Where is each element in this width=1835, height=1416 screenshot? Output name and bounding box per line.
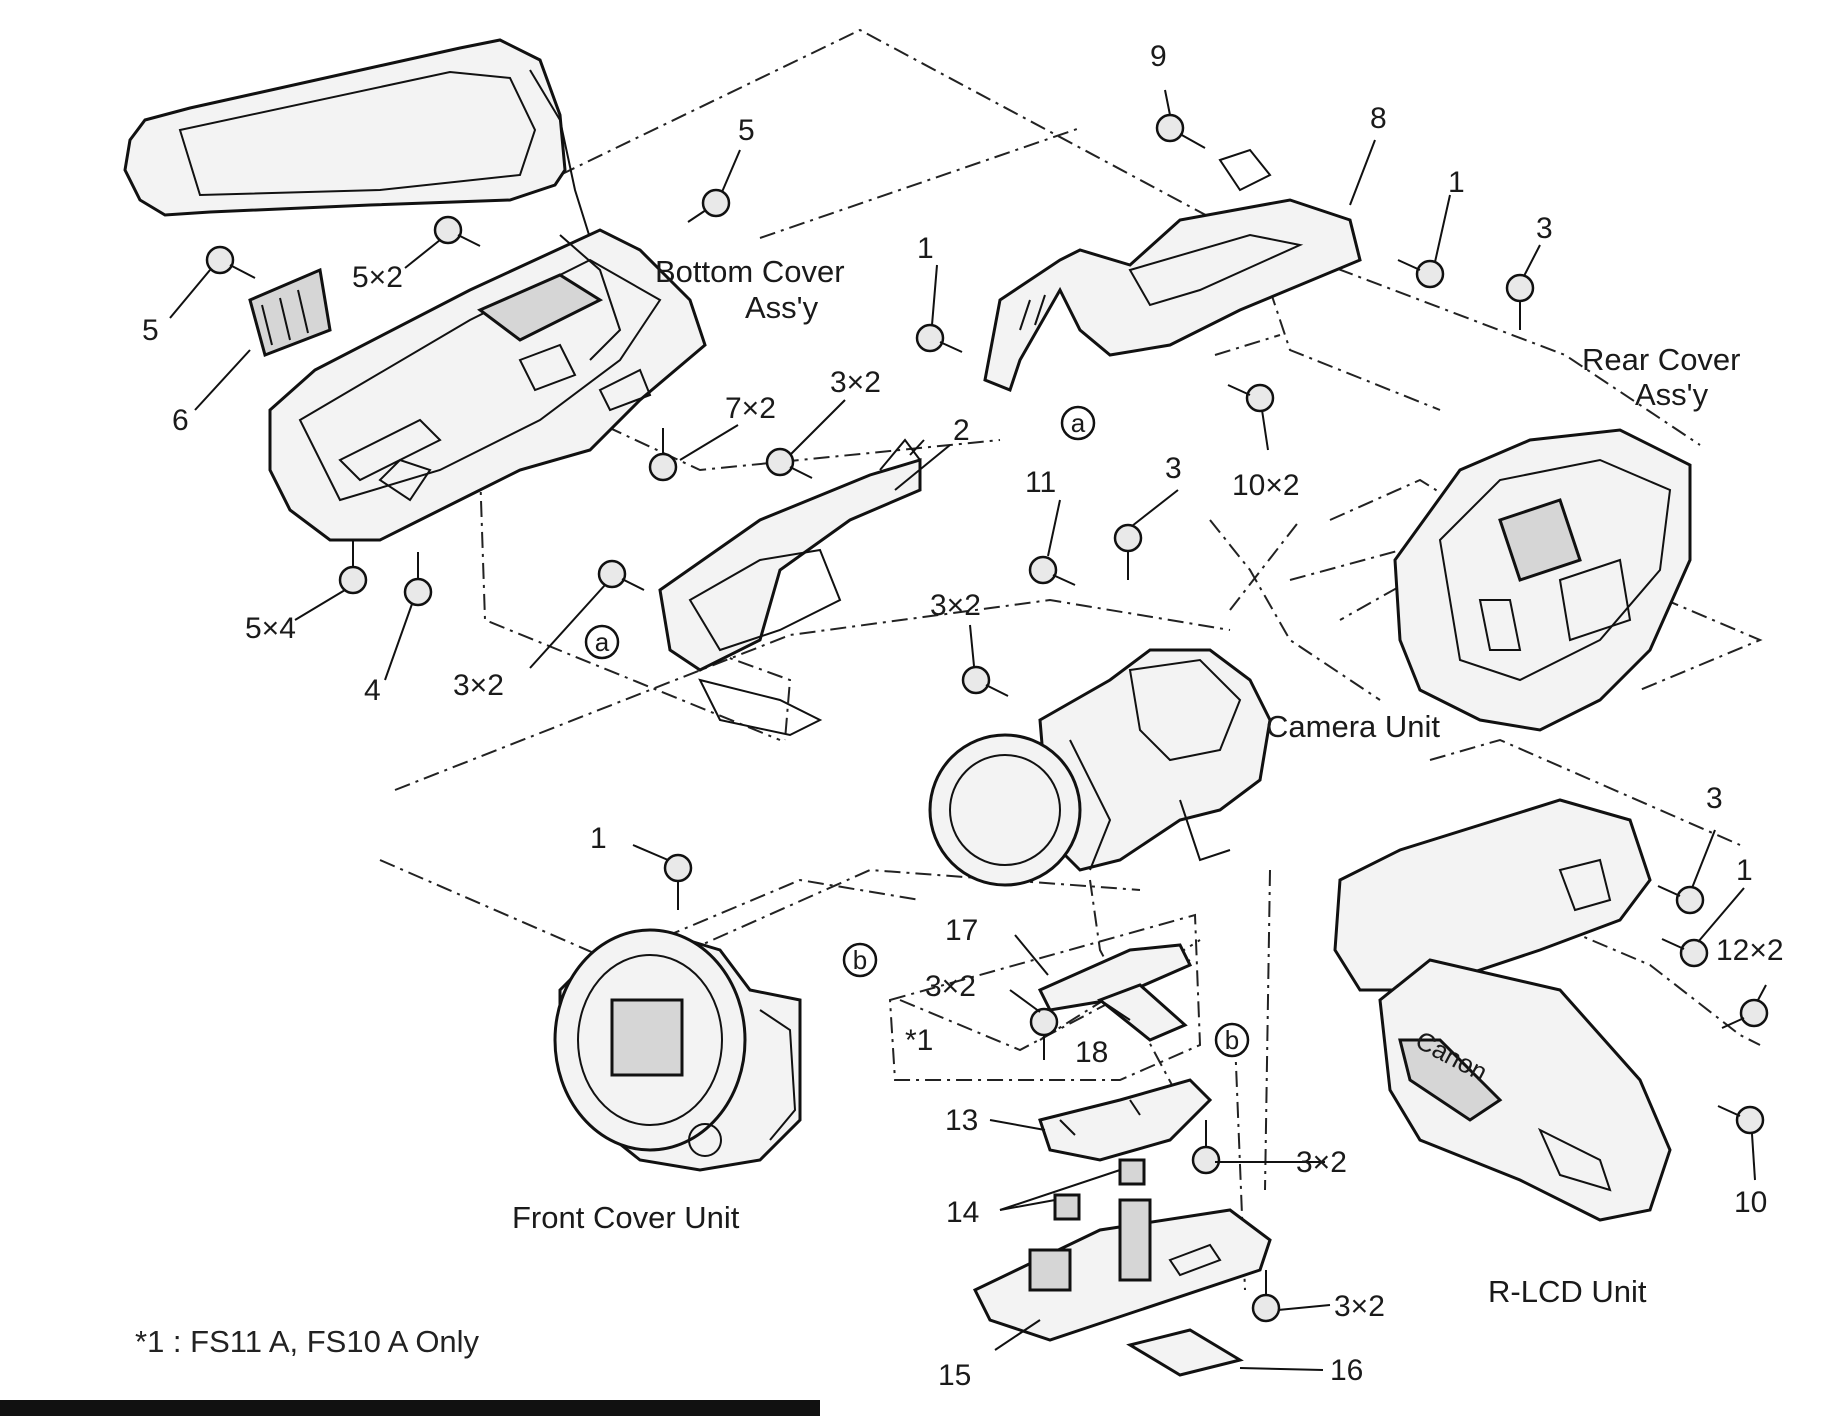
label-part-star1: *1 — [905, 1024, 933, 1057]
screws — [205, 113, 1769, 1323]
label-part-10x2: 10×2 — [1232, 469, 1300, 502]
label-bottom-cover-line2: Ass'y — [745, 290, 819, 325]
screw-3-top — [1505, 273, 1535, 330]
optional-parts-frame — [888, 913, 1202, 1081]
screw-3x2-f — [1251, 1270, 1281, 1323]
screw-11 — [1028, 555, 1076, 586]
ref-mark-b1: b — [842, 942, 878, 978]
label-part-18: 18 — [1075, 1036, 1108, 1069]
label-part-12x2: 12×2 — [1716, 934, 1784, 967]
label-part-3-lcd: 3 — [1706, 782, 1723, 815]
part-13-bracket — [1038, 1078, 1213, 1162]
screw-10x2 — [1227, 383, 1275, 413]
front-cover-unit — [553, 928, 802, 1172]
label-part-13: 13 — [945, 1104, 978, 1137]
screw-4 — [403, 552, 433, 607]
part-18-flex — [1097, 983, 1188, 1042]
bottom-cover-assembly — [268, 228, 707, 542]
label-part-2: 2 — [953, 414, 970, 447]
label-part-3x2-b: 3×2 — [453, 669, 504, 702]
part-number-labels: 5 5×2 5 6 9 8 1 1 3 7×2 3×2 2 11 3 10×2 … — [142, 40, 1784, 1392]
screw-5x2 — [433, 215, 481, 247]
screw-3x2-b — [597, 559, 645, 591]
footnote: *1 : FS11 A, FS10 A Only — [135, 1324, 480, 1359]
label-part-11: 11 — [1025, 466, 1056, 499]
rear-cover-assembly — [1393, 428, 1692, 732]
label-rear-cover-line1: Rear Cover — [1582, 342, 1741, 377]
part-6-grille — [248, 267, 332, 357]
ref-mark-a2: a — [584, 624, 620, 660]
label-part-3x2-c: 3×2 — [930, 589, 981, 622]
label-part-16: 16 — [1330, 1354, 1363, 1387]
screw-5-top — [687, 188, 731, 223]
label-part-6: 6 — [172, 404, 189, 437]
label-part-5-top: 5 — [738, 114, 755, 147]
label-rear-cover-line2: Ass'y — [1635, 377, 1709, 412]
label-part-9: 9 — [1150, 40, 1167, 73]
label-part-5x2: 5×2 — [352, 261, 403, 294]
screw-3x2-d — [1029, 1007, 1059, 1060]
leader-lines — [169, 89, 1767, 1371]
screw-10 — [1717, 1105, 1765, 1135]
screw-3x2-a — [765, 447, 813, 479]
label-part-15: 15 — [938, 1359, 971, 1392]
label-part-14: 14 — [946, 1196, 979, 1229]
svg-text:a: a — [1071, 408, 1086, 438]
screw-1-lcd — [1661, 938, 1709, 968]
screw-3x2-c — [961, 665, 1009, 697]
screw-1-front — [663, 853, 693, 910]
label-r-lcd-unit: R-LCD Unit — [1488, 1274, 1647, 1309]
label-part-17: 17 — [945, 914, 978, 947]
label-part-10: 10 — [1734, 1186, 1767, 1219]
label-part-5x4: 5×4 — [245, 612, 296, 645]
svg-text:a: a — [595, 627, 610, 657]
part-8-top-cover — [983, 148, 1362, 392]
label-part-8: 8 — [1370, 102, 1387, 135]
label-part-7x2: 7×2 — [725, 392, 776, 425]
part-15-circuit-board — [972, 1198, 1272, 1342]
part-2-bracket — [658, 438, 922, 737]
screw-5x4 — [338, 540, 368, 595]
svg-text:b: b — [853, 945, 867, 975]
label-part-3-top: 3 — [1536, 212, 1553, 245]
label-part-1-top: 1 — [917, 232, 934, 265]
page-footer-bar — [0, 1400, 820, 1416]
screw-3-mid — [1113, 523, 1143, 580]
label-part-3x2-a: 3×2 — [830, 366, 881, 399]
screw-1-right — [1397, 259, 1445, 289]
label-part-3x2-f: 3×2 — [1334, 1290, 1385, 1323]
screw-9 — [1155, 113, 1206, 149]
label-part-3x2-e: 3×2 — [1296, 1146, 1347, 1179]
label-part-1-lcd: 1 — [1736, 854, 1753, 887]
ref-mark-b2: b — [1214, 1022, 1250, 1058]
label-bottom-cover-line1: Bottom Cover — [655, 254, 845, 289]
label-part-4: 4 — [364, 674, 381, 707]
label-part-1-front: 1 — [590, 822, 607, 855]
screw-12x2 — [1721, 998, 1769, 1029]
label-part-3x2-d: 3×2 — [925, 970, 976, 1003]
r-lcd-unit: Canon — [1333, 798, 1672, 1222]
label-part-5-left: 5 — [142, 314, 159, 347]
screw-7x2 — [648, 428, 678, 482]
label-front-cover-unit: Front Cover Unit — [512, 1200, 740, 1235]
screw-1-top — [915, 323, 963, 353]
screw-5-left — [205, 245, 256, 279]
ref-mark-a1: a — [1060, 405, 1096, 441]
hand-strap — [123, 38, 601, 271]
part-14-chips — [1053, 1158, 1146, 1221]
label-part-3-mid: 3 — [1165, 452, 1182, 485]
part-16-tape — [1126, 1328, 1244, 1377]
screw-3x2-e — [1191, 1120, 1221, 1175]
label-part-1-right: 1 — [1448, 166, 1465, 199]
screw-3-lcd — [1657, 885, 1705, 915]
svg-text:b: b — [1225, 1025, 1239, 1055]
label-camera-unit: Camera Unit — [1266, 709, 1440, 744]
camera-unit — [928, 648, 1272, 887]
